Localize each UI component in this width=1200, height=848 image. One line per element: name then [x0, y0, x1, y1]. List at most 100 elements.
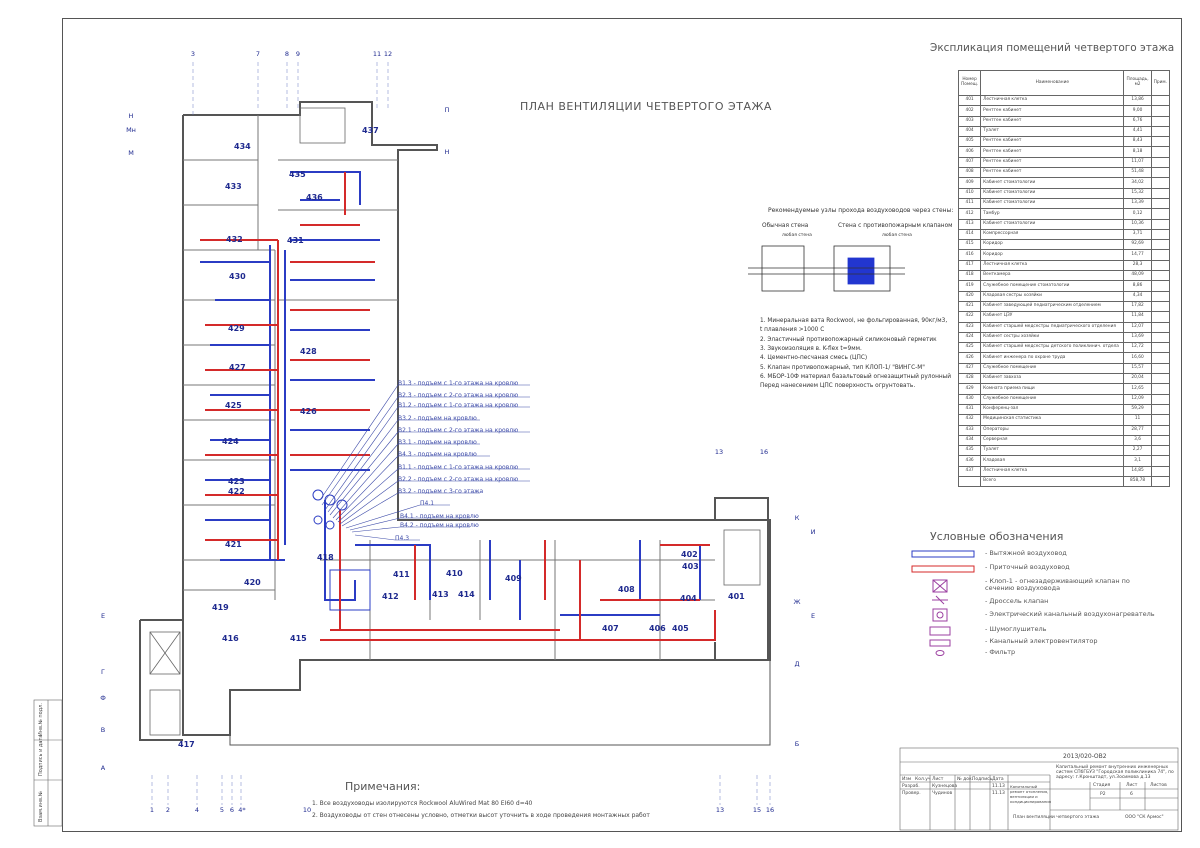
- row-area: 8,86: [1123, 280, 1152, 292]
- row-area: 34,02: [1123, 177, 1152, 189]
- row-area: 92,69: [1123, 239, 1152, 251]
- row-name: Кабинет старшей медсестры детского полик…: [980, 342, 1125, 354]
- recommend-item: 1. Минеральная вата Rockwool, не фольгир…: [760, 318, 948, 324]
- row-name: Рентген кабинет: [980, 156, 1125, 169]
- wall-left: [182, 115, 716, 736]
- row-number: 409: [957, 177, 982, 189]
- row-number: 432: [957, 414, 982, 426]
- stamp-stage: Р2: [1100, 792, 1106, 797]
- room-number: 437: [362, 126, 379, 135]
- room-number: 405: [672, 624, 689, 633]
- row-area: 11,84: [1123, 311, 1152, 323]
- axis-marker: 4: [194, 806, 200, 814]
- riser-label: В1.1 - подъем с 1-го этажа на кровлю: [398, 464, 519, 471]
- explication-title: Экспликация помещений четвертого этажа: [930, 42, 1175, 54]
- stamp-column-header: Изм: [902, 777, 912, 782]
- riser-label: В2.2 - подъем с 2-го этажа на кровлю: [398, 476, 519, 483]
- axis-marker: Ф: [100, 694, 106, 702]
- row-note: [1150, 290, 1171, 302]
- row-area: 3,1: [1123, 455, 1152, 467]
- stamp-company: ООО "СК Армос": [1125, 815, 1164, 820]
- riser-label: В3.1 - подъем на кровлю: [398, 439, 477, 446]
- room-number: 420: [244, 578, 261, 587]
- row-note: [1150, 239, 1171, 251]
- legend-item: - Дроссель клапан: [985, 597, 1049, 605]
- explication-header-row: Номер Помещ. Наименование Площадь, м2 Пр…: [957, 70, 1171, 96]
- row-name: Кабинет стоматологии: [980, 187, 1125, 199]
- row-number: 434: [957, 434, 982, 447]
- row-note: [1150, 208, 1171, 220]
- axis-marker: 13: [715, 806, 725, 814]
- room-number: 402: [681, 550, 698, 559]
- row-name: Рентген кабинет: [980, 146, 1125, 158]
- legend-item: - Шумоглушитель: [985, 625, 1047, 633]
- row-note: [1150, 197, 1171, 210]
- row-number: 420: [957, 290, 982, 302]
- row-note: [1150, 465, 1171, 477]
- room-number: 426: [300, 407, 317, 416]
- row-number: 433: [957, 424, 982, 436]
- row-area: 6,76: [1123, 115, 1152, 127]
- stamp-date-1: 11.13: [992, 784, 1005, 789]
- row-name: Компрессорная: [980, 228, 1125, 241]
- row-area: 4,41: [1123, 125, 1152, 138]
- axis-marker: Е: [810, 612, 816, 620]
- row-area: 14,85: [1123, 465, 1152, 477]
- row-note: [1150, 280, 1171, 292]
- row-area: 12,65: [1123, 383, 1152, 395]
- row-area: 3,71: [1123, 228, 1152, 241]
- row-name: Кабинет стоматологии: [980, 177, 1125, 189]
- row-area: 9,00: [1123, 105, 1152, 117]
- row-area: 13,39: [1123, 197, 1152, 210]
- row-name: Кладовая: [980, 455, 1125, 467]
- row-number: 435: [957, 445, 982, 457]
- row-area: 15,32: [1123, 187, 1152, 199]
- row-number: 436: [957, 455, 982, 467]
- axis-marker: П: [444, 106, 450, 114]
- wall-stair-right: [714, 497, 769, 660]
- axis-marker: 11: [372, 50, 382, 58]
- axis-marker: 9: [295, 50, 301, 58]
- row-note: [1150, 393, 1171, 405]
- row-number: 411: [957, 197, 982, 210]
- row-name: Рентген кабинет: [980, 115, 1125, 127]
- row-number: 417: [957, 259, 982, 272]
- room-number: 412: [382, 592, 399, 601]
- row-note: [1150, 270, 1171, 282]
- row-number: 426: [957, 352, 982, 364]
- row-number: 413: [957, 218, 982, 230]
- riser-label: В3.2 - подъем на кровлю: [398, 415, 477, 422]
- axis-marker: 3: [190, 50, 196, 58]
- wall-tag-2: любая стена: [882, 233, 912, 238]
- axis-marker: 16: [759, 448, 769, 456]
- room-number: 434: [234, 142, 251, 151]
- wall-lower: [229, 660, 771, 746]
- row-area: 8,43: [1123, 136, 1152, 148]
- room-number: 404: [680, 594, 697, 603]
- stamp-name-2: Чудинов: [932, 791, 953, 796]
- row-name: Лестничная клетка: [980, 259, 1125, 272]
- row-number: 415: [957, 239, 982, 251]
- row-area: 11: [1123, 414, 1152, 426]
- axis-marker: Г: [101, 668, 105, 676]
- wall-tag-1: любая стена: [782, 233, 812, 238]
- walls: [139, 101, 771, 746]
- axis-marker: В: [100, 726, 106, 734]
- plan-title: ПЛАН ВЕНТИЛЯЦИИ ЧЕТВЕРТОГО ЭТАЖА: [520, 100, 772, 113]
- side-strip-grid: [33, 699, 63, 827]
- row-area: 48,09: [1123, 270, 1152, 282]
- room-number: 427: [229, 363, 246, 372]
- row-name: Кабинет инженера по охране труда: [980, 352, 1125, 364]
- wall-normal-label: Обычная стена: [762, 223, 809, 229]
- row-number: 408: [957, 167, 982, 179]
- wall-stair-left: [139, 619, 183, 741]
- row-area: 4,34: [1123, 290, 1152, 302]
